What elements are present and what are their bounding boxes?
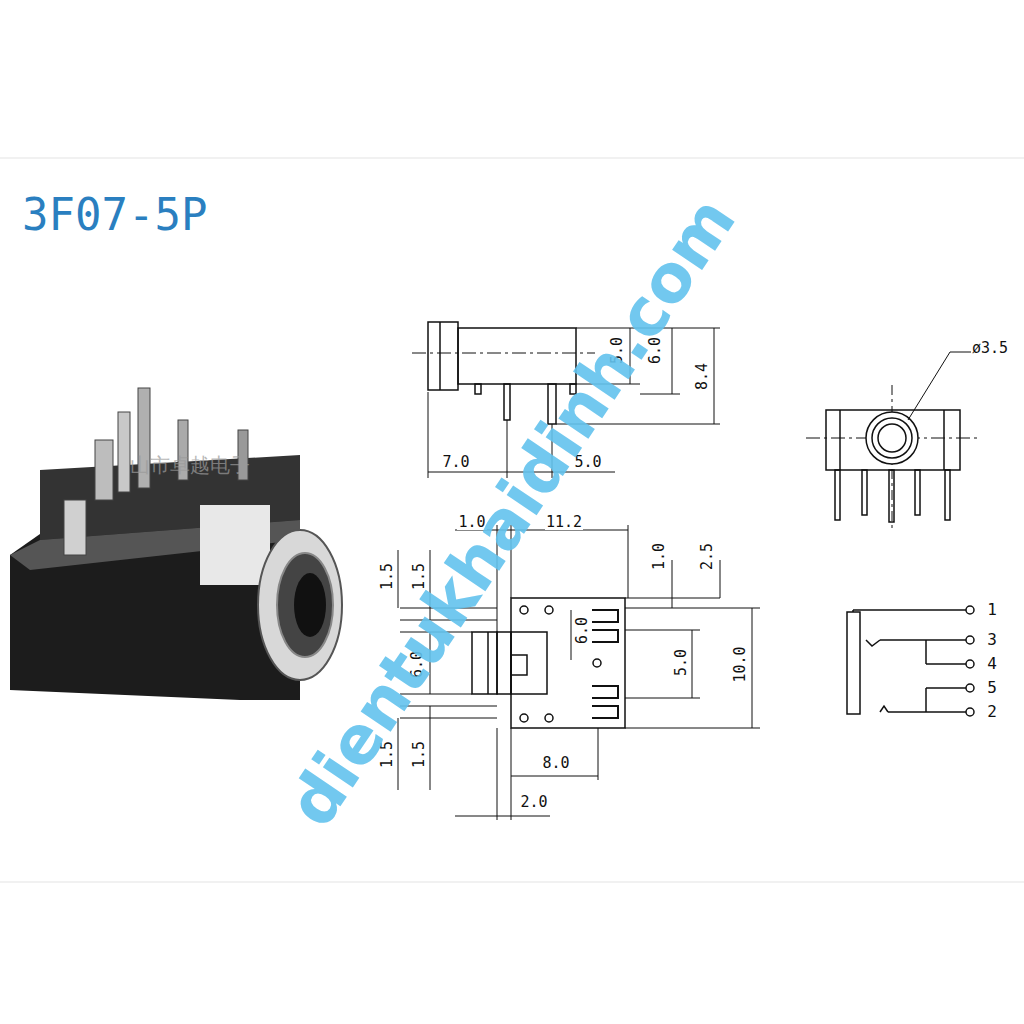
dimension: 8.4	[696, 361, 711, 390]
dimension: 2.5	[701, 541, 716, 570]
pin-number: 5	[987, 680, 997, 696]
watermark: 山市卓越电子	[130, 455, 250, 475]
dimension: 1.5	[413, 739, 428, 768]
pin-number: 3	[987, 632, 997, 648]
jack-photo	[10, 388, 342, 700]
dimension: 5.0	[675, 647, 690, 676]
title: 3F07-5P	[22, 193, 207, 237]
pin-number: 1	[987, 602, 997, 618]
dimension: 11.2	[545, 515, 583, 530]
dimension: ø3.5	[971, 341, 1009, 356]
watermark: dientukhaidinh.com	[278, 187, 747, 838]
pin-number: 4	[987, 656, 997, 672]
dimension: 6.0	[576, 615, 591, 644]
dimension: 10.0	[733, 645, 748, 683]
dimension: 8.0	[541, 756, 570, 771]
front-view	[806, 352, 980, 530]
dimension: 2.0	[519, 795, 548, 810]
dimension: 1.0	[653, 541, 668, 570]
dimension: 1.5	[381, 561, 396, 590]
dimension: 7.0	[441, 455, 470, 470]
pin-schematic	[847, 606, 974, 716]
pin-number: 2	[987, 704, 997, 720]
